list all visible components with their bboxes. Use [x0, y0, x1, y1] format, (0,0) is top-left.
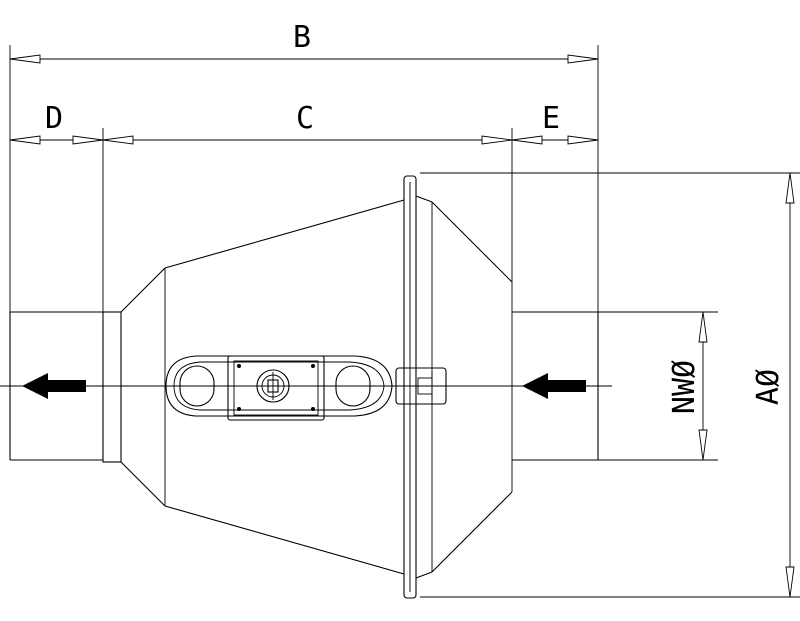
dimension-nw-diameter: NWØ [598, 311, 718, 461]
dimension-e: E [511, 101, 599, 282]
dimension-a-diameter: AØ [420, 172, 800, 598]
dimension-d: D [9, 101, 104, 312]
dimension-c-label: C [296, 101, 314, 136]
right-loop [335, 365, 371, 407]
cover [415, 195, 513, 579]
outlet-flow-arrow-icon [22, 373, 86, 399]
handle-assembly [165, 355, 393, 421]
dimension-b: B [9, 20, 599, 460]
dimension-b-label: B [293, 20, 311, 55]
flange-clamp [395, 367, 447, 405]
dimension-nw-label: NWØ [667, 360, 702, 414]
dimension-d-label: D [45, 101, 63, 136]
inlet-flow-arrow-icon [522, 373, 586, 399]
filter-housing [9, 175, 599, 599]
dimension-c: C [102, 101, 513, 145]
lock-knob-icon [256, 369, 290, 403]
lock-plate [227, 355, 325, 421]
dimension-e-label: E [542, 101, 560, 136]
dimension-a-label: AØ [751, 369, 786, 405]
left-loop [179, 365, 215, 407]
flange [403, 175, 417, 599]
